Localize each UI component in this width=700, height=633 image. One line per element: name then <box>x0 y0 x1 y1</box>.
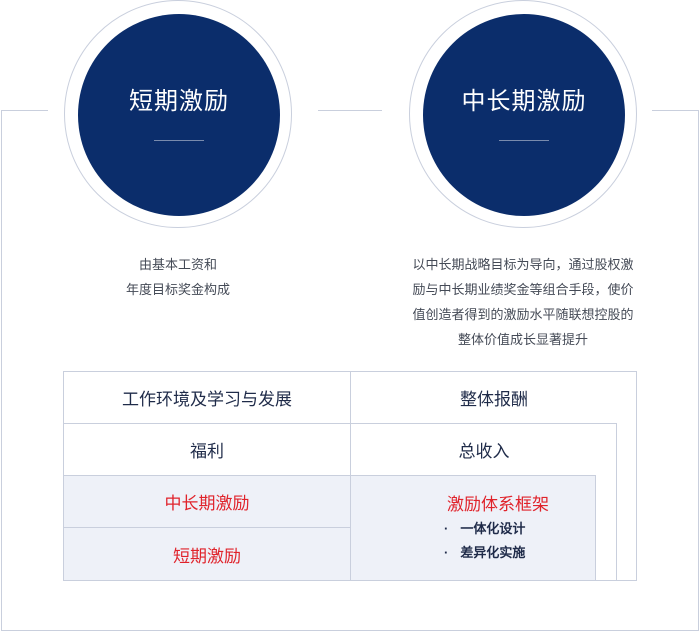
system-item-integrated: · 一体化设计 <box>444 518 525 537</box>
total-income-cell: 总收入 <box>458 442 510 461</box>
frame-top-middle <box>318 110 382 111</box>
long-term-incentive-cell: 中长期激励 <box>164 494 250 513</box>
system-item-label: 一体化设计 <box>460 521 526 536</box>
short-term-circle: 短期激励 <box>64 0 292 228</box>
system-item-label: 差异化实施 <box>460 545 526 560</box>
long-term-desc-line: 整体价值成长显著提升 <box>457 332 588 347</box>
work-environment-cell: 工作环境及学习与发展 <box>122 390 292 409</box>
incentive-system-box <box>63 475 596 581</box>
short-term-description: 由基本工资和 年度目标奖金构成 <box>78 252 278 302</box>
frame-left <box>1 110 2 631</box>
total-reward-cell: 整体报酬 <box>460 390 528 409</box>
short-term-divider <box>154 140 204 141</box>
long-term-desc-line: 以中长期战略目标为导向，通过股权激 <box>412 257 634 272</box>
long-term-circle: 中长期激励 <box>409 0 637 228</box>
short-term-title: 短期激励 <box>129 88 229 115</box>
column-divider <box>350 371 351 581</box>
frame-bottom <box>1 630 699 631</box>
short-term-desc-line: 由基本工资和 <box>138 257 217 272</box>
row-divider-short-long <box>63 527 351 528</box>
system-item-differentiated: · 差异化实施 <box>444 542 525 561</box>
incentive-shade-right <box>351 475 595 580</box>
frame-right <box>698 110 699 631</box>
frame-top-left <box>1 110 48 111</box>
long-term-desc-line: 值创造者得到的激励水平随联想控股的 <box>412 307 634 322</box>
frame-top-right <box>652 110 699 111</box>
long-term-description: 以中长期战略目标为导向，通过股权激 励与中长期业绩奖金等组合手段，使价 值创造者… <box>380 252 666 352</box>
long-term-circle-fill: 中长期激励 <box>423 14 625 216</box>
bullet-icon: · <box>444 521 449 536</box>
bullet-icon: · <box>444 545 449 560</box>
short-term-circle-fill: 短期激励 <box>78 14 280 216</box>
long-term-title: 中长期激励 <box>461 88 587 115</box>
long-term-desc-line: 励与中长期业绩奖金等组合手段，使价 <box>412 282 634 297</box>
short-term-desc-line: 年度目标奖金构成 <box>125 282 230 297</box>
incentive-system-title: 激励体系框架 <box>447 495 549 514</box>
short-term-incentive-cell: 短期激励 <box>173 546 241 566</box>
long-term-divider <box>499 140 549 141</box>
welfare-cell: 福利 <box>190 442 224 461</box>
